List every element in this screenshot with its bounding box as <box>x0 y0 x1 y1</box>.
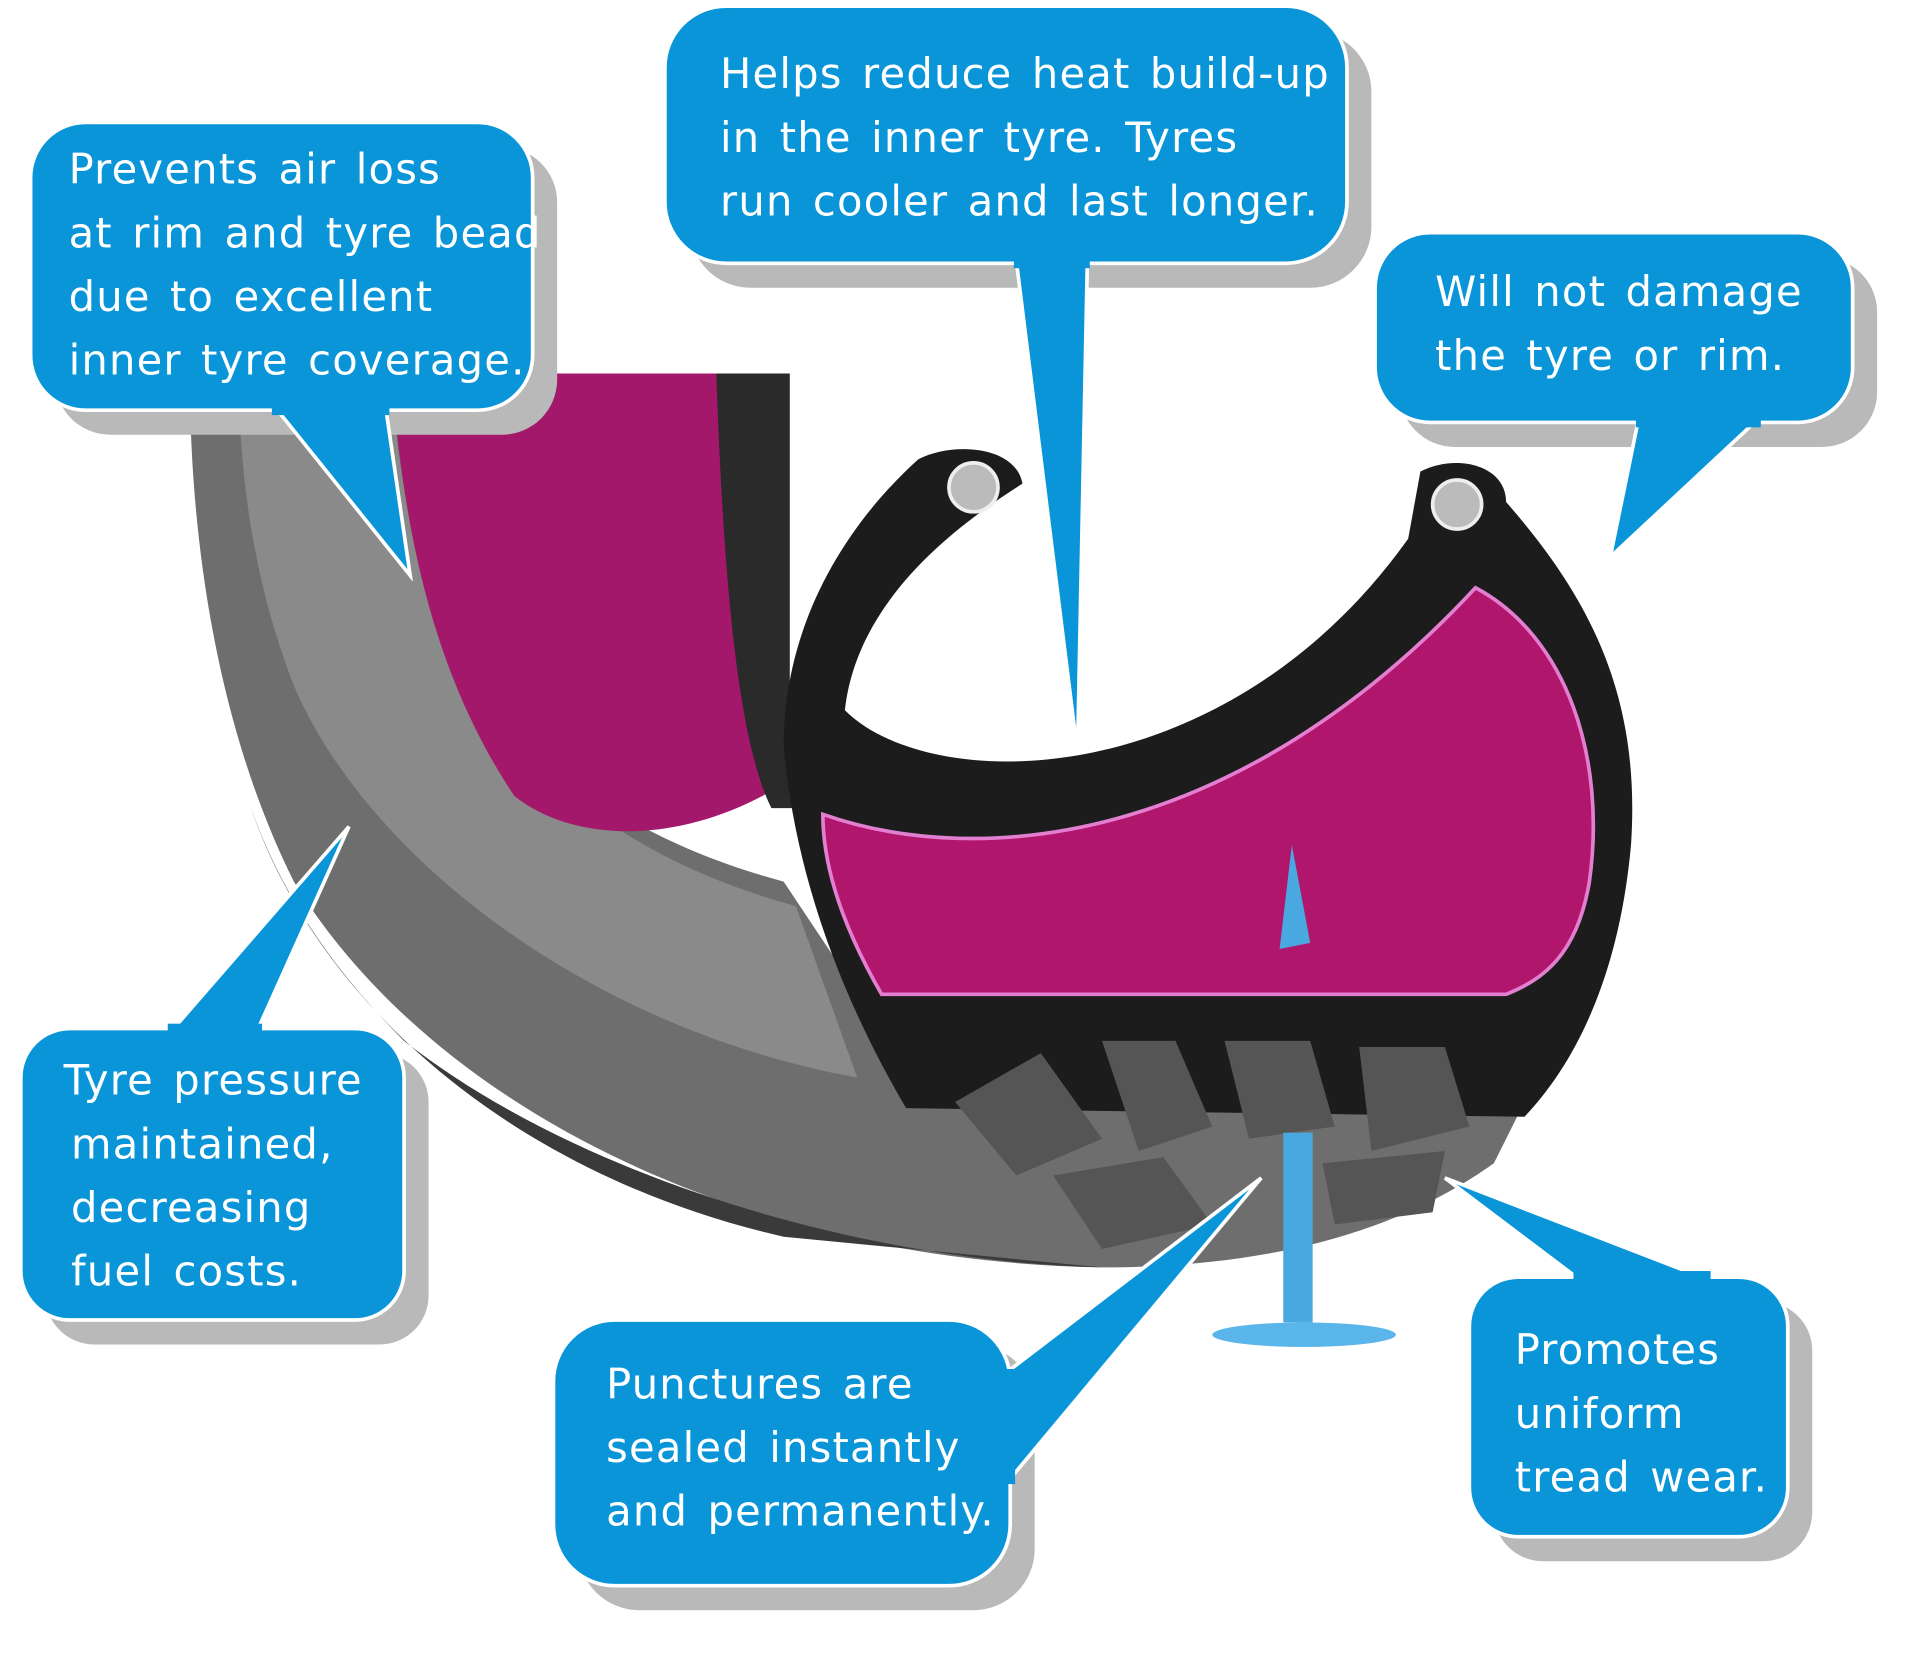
callout-line: Will not damage <box>1435 267 1803 316</box>
nail-shank <box>1283 1132 1313 1323</box>
sealant-plug <box>1279 844 1311 949</box>
svg-text:Will not damage the tyre: Will not damage the tyre or rim. <box>1435 267 1822 380</box>
inner-tube-left <box>716 373 809 809</box>
callout-line: Prevents air loss <box>69 145 441 194</box>
callout-line: maintained, <box>71 1119 334 1168</box>
tyre-sidewall <box>189 373 1519 1268</box>
callout-line: Helps reduce heat build-up <box>720 49 1330 98</box>
callout-line: fuel costs. <box>71 1247 302 1296</box>
sealant-right <box>821 585 1596 997</box>
callout-line: Promotes <box>1515 1325 1720 1374</box>
callout-line: Punctures are <box>606 1359 914 1408</box>
callout-punctures: Punctures are sealed instantly and perma… <box>551 1176 1263 1611</box>
callout-line: due to excellent <box>69 272 434 321</box>
callout-line: in the inner tyre. Tyres <box>720 113 1238 162</box>
tread-blocks <box>955 1040 1470 1249</box>
callout-line: inner tyre coverage. <box>69 336 526 385</box>
callout-tread: Promotes uniform tread wear. <box>1443 1176 1813 1562</box>
svg-text:Tyre pressure maintained: Tyre pressure maintained, decreasing fue… <box>63 1056 383 1296</box>
tyre-illustration <box>189 373 1633 1347</box>
svg-text:Promotes uniform t: Promotes uniform tread wear. <box>1515 1325 1768 1501</box>
callout-heat: Helps reduce heat build-up in the inner … <box>663 4 1372 754</box>
svg-text:Helps reduce heat build-up: Helps reduce heat build-up in the inner … <box>720 49 1349 225</box>
callout-line: tread wear. <box>1515 1452 1768 1501</box>
bead-wire-left <box>947 461 1000 514</box>
svg-text:Punctures are sealed ins: Punctures are sealed instantly and perma… <box>606 1359 995 1535</box>
callout-line: decreasing <box>71 1183 312 1232</box>
callout-line: uniform <box>1515 1389 1685 1438</box>
nail-head <box>1212 1322 1396 1347</box>
callout-line: at rim and tyre bead <box>69 208 542 257</box>
sealant-left <box>391 373 784 832</box>
callout-line: the tyre or rim. <box>1435 331 1785 380</box>
bead-wire-right <box>1430 478 1484 531</box>
callout-pressure: Tyre pressure maintained, decreasing fue… <box>18 825 429 1345</box>
callout-line: and permanently. <box>606 1487 995 1536</box>
callout-line: run cooler and last longer. <box>720 177 1319 226</box>
svg-text:Prevents air loss at rim: Prevents air loss at rim and tyre bead d… <box>69 145 561 385</box>
callout-air-loss: Prevents air loss at rim and tyre bead d… <box>28 120 561 582</box>
callout-line: Tyre pressure <box>63 1056 363 1105</box>
callout-no-damage: Will not damage the tyre or rim. <box>1373 230 1878 563</box>
callout-line: sealed instantly <box>606 1423 960 1472</box>
